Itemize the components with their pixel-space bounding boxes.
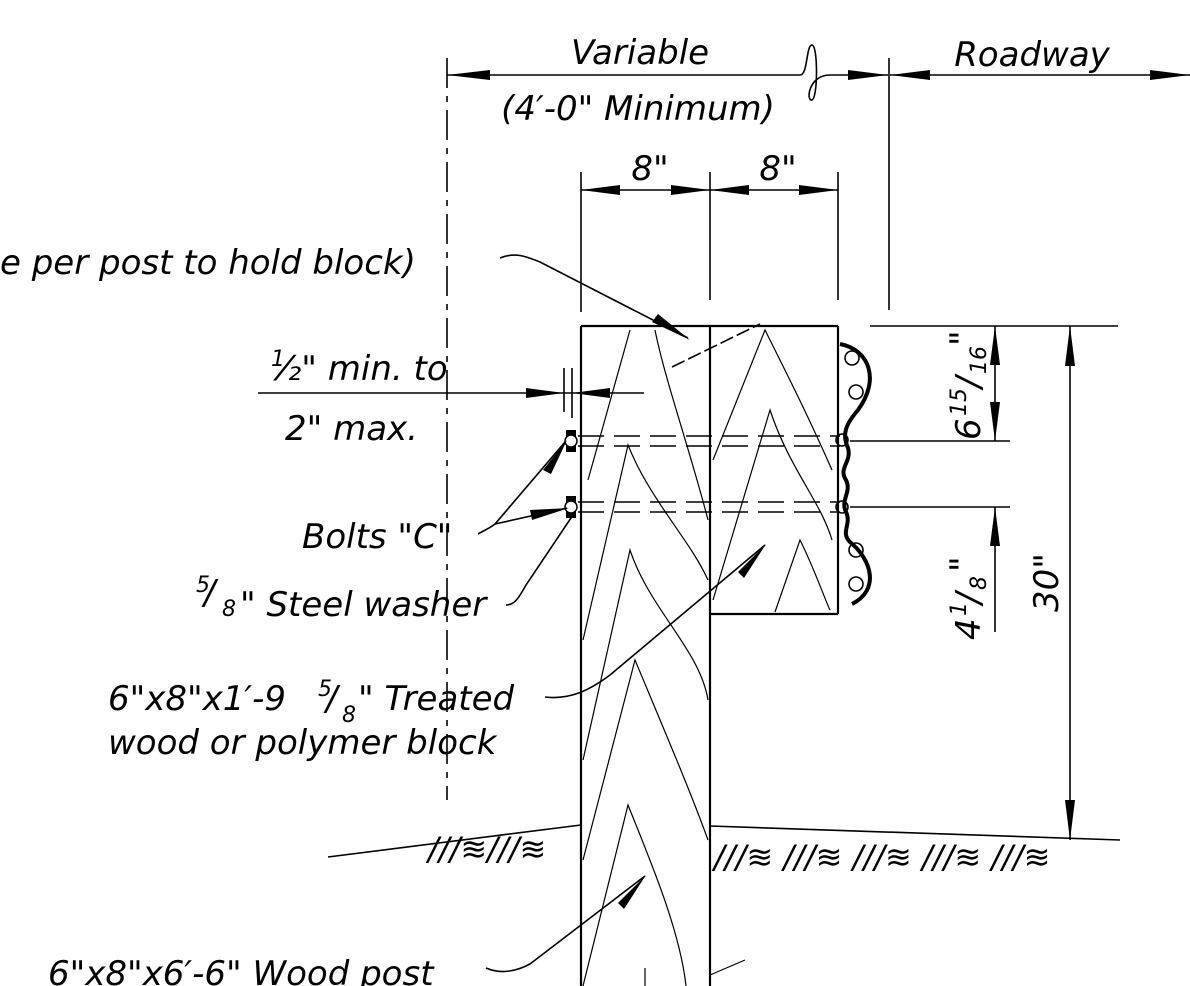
block-fraction-numerator: 5 (318, 677, 332, 702)
ground-line: ///≋///≋ ///≋ ///≋ ///≋ ///≋ ///≋ (327, 824, 1121, 876)
block-fraction-denominator: 8 (342, 703, 356, 728)
block-width-label: 8" (759, 149, 796, 189)
roadway-dimension: Roadway (890, 35, 1190, 80)
bolt-spacing-unit: " (943, 556, 983, 572)
block-callout-label-start: 6"x8"x1′-9 (108, 679, 286, 719)
minimum-label: (4′-0" Minimum) (501, 89, 775, 129)
gap-fraction-numerator: 1 (271, 347, 285, 372)
bolt-spacing-numerator: 1 (947, 602, 972, 616)
post-callout-label: 6"x8"x6′-6" Wood post (48, 954, 435, 986)
nail (671, 323, 761, 368)
gap-min-label: ⁄₂" min. to (273, 349, 448, 389)
top-offset-unit: " (943, 330, 983, 346)
block-callout-line2: wood or polymer block (108, 723, 498, 763)
svg-text:/: / (201, 573, 219, 613)
ground-hatch-right: ///≋ ///≋ ///≋ ///≋ ///≋ (711, 838, 1050, 876)
roadway-label: Roadway (954, 35, 1110, 75)
bolts (564, 430, 840, 518)
post-callout: 6"x8"x6′-6" Wood post (48, 875, 646, 986)
top-offset-denominator: 16 (967, 346, 992, 374)
bolts-callout-label: Bolts "C" (302, 517, 452, 557)
rail-height-label: 30" (1027, 553, 1067, 612)
top-offset-dimension: 6 15 / 16 " (850, 325, 1118, 442)
svg-text:/: / (949, 373, 989, 391)
wood-post (579, 324, 838, 986)
spacer-block (710, 326, 840, 616)
washer-callout: 5 / 8 " Steel washer (196, 511, 576, 625)
washer-fraction-denominator: 8 (222, 597, 236, 622)
svg-text:/: / (323, 679, 341, 719)
gap-dimension: 1 ⁄₂" min. to 2" max. (258, 347, 644, 449)
bolts-callout: Bolts "C" (302, 440, 569, 557)
bolt-spacing-denominator: 8 (967, 576, 992, 590)
top-offset-whole: 6 (949, 418, 989, 440)
washer-fraction-numerator: 5 (196, 573, 210, 598)
block-callout-label-end: " Treated (358, 679, 515, 719)
ground-hatch-left: ///≋///≋ (425, 830, 546, 868)
variable-dimension: Variable (4′-0" Minimum) (447, 33, 888, 129)
top-offset-numerator: 15 (947, 388, 972, 416)
nail-callout: e per post to hold block) (0, 243, 690, 340)
w-beam-rail (835, 342, 872, 606)
variable-label: Variable (571, 33, 709, 73)
svg-text:/: / (949, 589, 989, 607)
nail-callout-label: e per post to hold block) (0, 243, 416, 283)
washer-callout-label: " Steel washer (240, 585, 488, 625)
post-width-label: 8" (631, 149, 668, 189)
gap-max-label: 2" max. (285, 409, 418, 449)
bolt-spacing-dimension: 4 1 / 8 " (850, 506, 1010, 640)
width-dimension: 8" 8" (580, 149, 839, 312)
rail-height-dimension: 30" (1027, 326, 1075, 840)
block-callout: 6"x8"x1′-9 5 / 8 " Treated wood or polym… (108, 544, 766, 763)
bolt-spacing-whole: 4 (949, 618, 989, 640)
